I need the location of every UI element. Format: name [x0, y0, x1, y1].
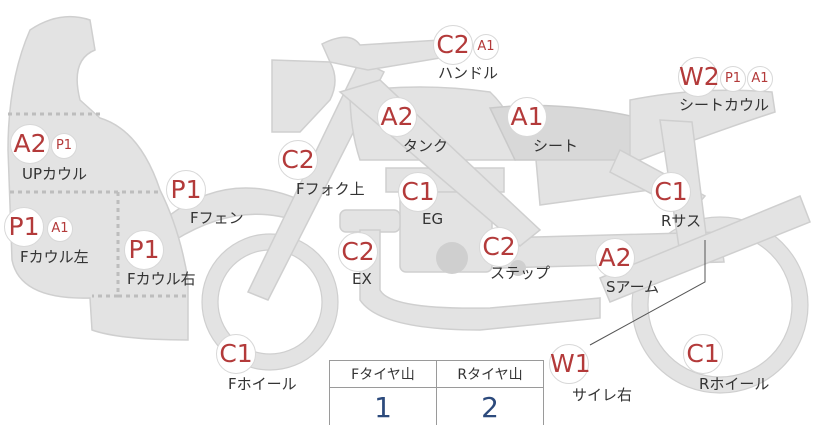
grade-badge: A2 — [595, 238, 635, 278]
part-label-up-cowl: UPカウル — [22, 165, 88, 183]
rear-tread-value: 2 — [436, 387, 544, 425]
front-tread-value: 1 — [329, 387, 437, 425]
rear-wheel-shape — [632, 217, 808, 393]
part-label-silencer-right: サイレ右 — [572, 386, 633, 404]
front-wheel-shape — [202, 234, 338, 370]
handlebar-shape — [321, 36, 441, 71]
grade-badge: W1 — [549, 344, 591, 384]
grade-badge: C2 — [278, 140, 318, 180]
grade-badge: A1 — [507, 97, 547, 137]
grade-badge: P1 — [51, 133, 77, 159]
silencer-leader-line — [589, 240, 706, 346]
part-label-seat-cowl: シートカウル — [679, 96, 770, 114]
headlight-shape — [271, 59, 336, 133]
part-label-exhaust: EX — [352, 270, 372, 288]
part-label-f-fender: Fフェン — [190, 209, 244, 227]
part-label-f-cowl-right: Fカウル右 — [127, 270, 196, 288]
grade-badge: C1 — [216, 334, 256, 374]
grade-badge: C2 — [433, 25, 473, 65]
grade-badge: A2 — [10, 124, 50, 164]
front-tread-header: Fタイヤ山 — [329, 360, 437, 388]
part-label-f-wheel: Fホイール — [228, 375, 297, 393]
grade-badge: A1 — [473, 34, 499, 60]
part-label-handle: ハンドル — [438, 64, 499, 82]
grade-badge: C2 — [338, 232, 378, 272]
exhaust-shape — [359, 229, 601, 331]
grade-badge: C1 — [651, 172, 691, 212]
part-label-step: ステップ — [490, 264, 551, 282]
grade-badge: C2 — [479, 227, 519, 267]
rear-tread-header: Rタイヤ山 — [436, 360, 544, 388]
front-fork-shape — [246, 58, 386, 301]
grade-badge: C1 — [683, 334, 723, 374]
part-label-r-suspension: Rサス — [661, 212, 702, 230]
part-label-f-fork-top: Fフォク上 — [296, 180, 365, 198]
part-label-swingarm: Sアーム — [606, 278, 660, 296]
grade-badge: C1 — [398, 172, 438, 212]
grade-badge: A1 — [747, 66, 773, 92]
grade-badge: W2 — [678, 57, 720, 97]
grade-badge: A2 — [377, 97, 417, 137]
grade-badge: A1 — [47, 216, 73, 242]
part-label-tank: タンク — [403, 137, 449, 155]
grade-badge: P1 — [124, 230, 164, 270]
part-label-engine: EG — [422, 210, 444, 228]
tire-tread-table: Fタイヤ山 Rタイヤ山 1 2 — [329, 360, 544, 425]
part-label-seat: シート — [533, 137, 579, 155]
grade-badge: P1 — [166, 170, 206, 210]
grade-badge: P1 — [4, 207, 44, 247]
part-label-r-wheel: Rホイール — [699, 375, 770, 393]
part-label-f-cowl-left: Fカウル左 — [20, 248, 89, 266]
grade-badge: P1 — [720, 66, 746, 92]
